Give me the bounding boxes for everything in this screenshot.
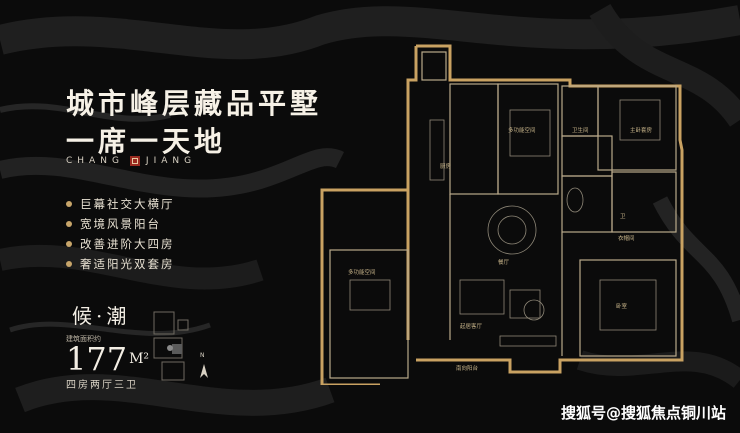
headline-line-2: 一席一天地 xyxy=(66,125,227,158)
area-unit: M² xyxy=(129,351,150,367)
watermark: 搜狐号@搜狐焦点铜川站 xyxy=(560,404,726,422)
bullet-icon xyxy=(66,241,72,247)
room-label-bath: 卫生间 xyxy=(572,126,589,134)
room-label-wc: 卫 xyxy=(620,213,626,220)
feature-item: 巨幕社交大横厅 xyxy=(66,194,175,214)
area-number: 177 xyxy=(66,340,128,378)
brand-left-text: CHANG xyxy=(66,156,124,166)
room-label-bedroom: 卧室 xyxy=(616,302,628,310)
room-label-multi-space-2: 多功能空间 xyxy=(348,268,376,276)
feature-list: 巨幕社交大横厅 宽境风景阳台 改善进阶大四房 奢适阳光双套房 xyxy=(66,194,175,274)
model-name: 候·潮 xyxy=(72,304,131,328)
feature-text: 宽境风景阳台 xyxy=(80,217,161,231)
feature-item: 奢适阳光双套房 xyxy=(66,254,175,274)
room-label-dining: 餐厅 xyxy=(498,258,510,266)
room-label-closet: 衣帽间 xyxy=(618,234,635,242)
feature-text: 巨幕社交大横厅 xyxy=(80,197,175,211)
room-label-kitchen: 厨房 xyxy=(440,162,452,170)
key-plan-thumbnail xyxy=(153,311,189,381)
feature-text: 改善进阶大四房 xyxy=(80,237,175,251)
seal-icon xyxy=(129,156,140,166)
area-label: 建筑面积约 xyxy=(66,335,101,343)
feature-text: 奢适阳光双套房 xyxy=(80,257,175,271)
room-label-balcony: 南向阳台 xyxy=(456,364,479,372)
headline-line-1: 城市峰层藏品平墅 xyxy=(66,87,323,120)
room-label-multi-space: 多功能空间 xyxy=(508,126,536,134)
brand-mark: CHANG JIANG xyxy=(66,156,196,166)
bullet-icon xyxy=(66,201,72,207)
bullet-icon xyxy=(66,261,72,267)
brand-right-text: JIANG xyxy=(145,156,197,166)
room-label-master: 主卧套房 xyxy=(630,126,653,134)
floor-plan: 厨房 多功能空间 主卧套房 卫生间 衣帽间 卫 餐厅 多功能空间 起居客厅 卧室… xyxy=(320,44,684,385)
layout-text: 四房两厅三卫 xyxy=(66,380,138,391)
feature-item: 改善进阶大四房 xyxy=(66,234,175,254)
feature-item: 宽境风景阳台 xyxy=(66,214,175,234)
compass-icon xyxy=(200,364,208,378)
compass-label: N xyxy=(200,352,205,359)
room-label-living: 起居客厅 xyxy=(460,322,483,330)
bullet-icon xyxy=(66,221,72,227)
